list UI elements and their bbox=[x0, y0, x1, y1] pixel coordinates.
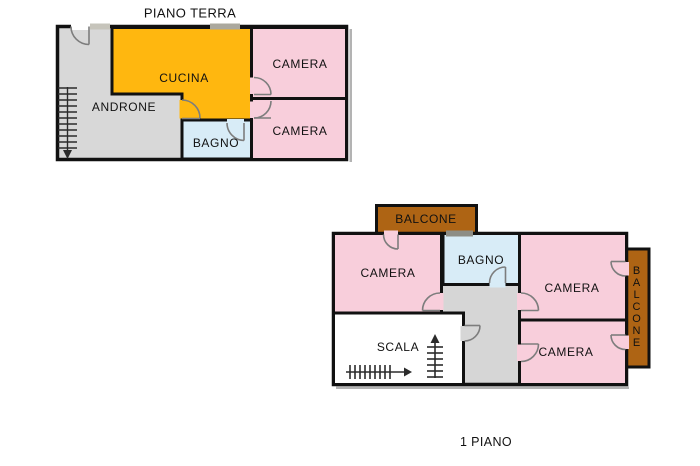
door-swing bbox=[464, 324, 481, 342]
door-opening bbox=[71, 23, 90, 30]
room-label-scala: SCALA bbox=[376, 340, 420, 354]
door-swing bbox=[253, 76, 272, 96]
door-swing bbox=[226, 122, 245, 142]
door-swing bbox=[421, 292, 441, 312]
room-label-bagno-floor1: BAGNO bbox=[457, 253, 505, 267]
door-opening bbox=[489, 281, 506, 288]
floor1-plan bbox=[331, 204, 651, 389]
floor0-plan bbox=[55, 23, 352, 162]
door-swing bbox=[520, 292, 540, 312]
room-label-camera-bottom: CAMERA bbox=[272, 124, 328, 138]
door-opening bbox=[623, 262, 629, 276]
staircase-down-icon bbox=[58, 87, 77, 152]
floor1-title: 1 PIANO bbox=[459, 435, 513, 449]
window-marker bbox=[446, 230, 473, 237]
door-opening bbox=[250, 77, 256, 94]
room-label-camera-left: CAMERA bbox=[360, 266, 416, 280]
room-bagno-floor1 bbox=[441, 232, 521, 286]
stair-arrow-up bbox=[430, 334, 440, 343]
room-label-bagno-floor0: BAGNO bbox=[192, 136, 240, 150]
balcony-top-label: BALCONE bbox=[395, 212, 457, 226]
door-swing bbox=[181, 99, 201, 120]
door-swing bbox=[610, 260, 626, 277]
door-opening bbox=[517, 293, 523, 310]
balcony-right-label: BALCONE bbox=[630, 265, 643, 349]
door-opening bbox=[384, 230, 398, 237]
door-swing bbox=[253, 100, 272, 119]
room-camera-left bbox=[332, 232, 443, 315]
plan-shadow bbox=[336, 386, 629, 389]
entrance-door-swing bbox=[70, 26, 90, 46]
staircase-run-icon bbox=[346, 365, 404, 379]
room-label-cucina: CUCINA bbox=[159, 71, 209, 85]
window-marker bbox=[210, 23, 240, 30]
door-swing bbox=[520, 343, 540, 363]
door-swing bbox=[610, 334, 626, 351]
door-opening bbox=[623, 335, 629, 349]
door-opening bbox=[460, 326, 467, 341]
door-swing bbox=[382, 234, 399, 250]
room-camera-bottom bbox=[250, 97, 348, 161]
staircase-up-icon bbox=[427, 341, 443, 378]
door-opening bbox=[227, 119, 244, 125]
room-label-androne: ANDRONE bbox=[91, 100, 157, 114]
door-opening bbox=[250, 101, 256, 118]
door-opening bbox=[517, 344, 523, 361]
plan-shadow bbox=[349, 29, 352, 162]
room-label-camera-top: CAMERA bbox=[272, 57, 328, 71]
room-label-camera-right-bottom: CAMERA bbox=[538, 345, 594, 359]
door-opening bbox=[179, 100, 185, 119]
stair-arrow-right bbox=[404, 367, 412, 377]
room-camera-right-top bbox=[518, 232, 628, 322]
door-opening bbox=[437, 293, 444, 310]
room-camera-top bbox=[250, 26, 348, 100]
stair-arrow-down bbox=[63, 150, 72, 159]
window-marker bbox=[90, 23, 110, 30]
room-label-camera-right-top: CAMERA bbox=[544, 281, 600, 295]
door-swing bbox=[488, 266, 507, 284]
floor0-title: PIANO TERRA bbox=[143, 5, 237, 21]
